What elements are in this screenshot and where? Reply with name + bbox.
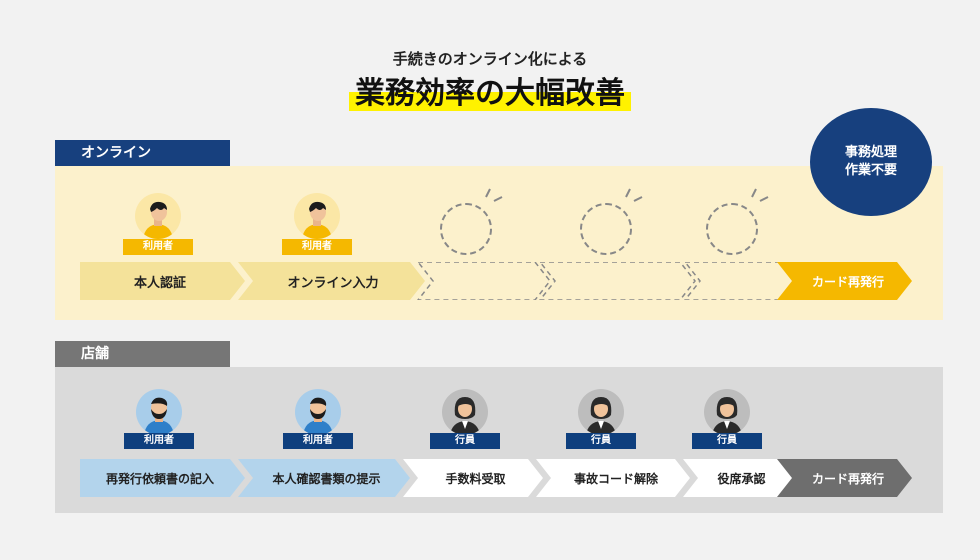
store-step-1: 再発行依頼書の記入 <box>105 471 214 486</box>
badge-line-2: 作業不要 <box>844 163 897 178</box>
online-step-6-shape <box>777 262 912 300</box>
title-wrap: 業務効率の大幅改善 <box>0 74 980 114</box>
empty-staff-placeholder-icon <box>440 203 492 255</box>
store-step-5: 役席承認 <box>717 471 766 486</box>
online-step-5-shape <box>684 262 796 300</box>
sparkle-icon <box>622 187 646 211</box>
role-tag-staff-3: 行員 <box>692 433 762 449</box>
store-user-avatar-2 <box>295 389 341 435</box>
role-tag-store-user-1: 利用者 <box>124 433 194 449</box>
online-step-2: オンライン入力 <box>287 275 379 291</box>
staff-woman-icon <box>442 389 488 435</box>
online-step-3-shape <box>417 262 551 300</box>
store-step-4: 事故コード解除 <box>573 471 658 486</box>
empty-staff-placeholder-icon <box>580 203 632 255</box>
bearded-user-icon <box>136 389 182 435</box>
online-section-label: オンライン <box>55 140 230 166</box>
role-tag-online-user-1: 利用者 <box>123 239 193 255</box>
user-avatar-icon <box>135 193 181 239</box>
staff-woman-icon <box>578 389 624 435</box>
staff-avatar-3 <box>704 389 750 435</box>
staff-avatar-1 <box>442 389 488 435</box>
subtitle: 手続きのオンライン化による <box>392 50 588 68</box>
store-step-2: 本人確認書類の提示 <box>272 471 381 486</box>
sparkle-icon <box>748 187 772 211</box>
role-tag-staff-2: 行員 <box>566 433 636 449</box>
no-paperwork-badge: 事務処理 作業不要 <box>810 108 932 216</box>
badge-line-1: 事務処理 <box>844 145 897 160</box>
role-tag-online-user-2: 利用者 <box>282 239 352 255</box>
staff-woman-icon <box>704 389 750 435</box>
empty-staff-placeholder-icon <box>706 203 758 255</box>
store-step-6: カード再発行 <box>811 471 884 486</box>
online-flow-shapes <box>80 262 912 300</box>
online-step-6: カード再発行 <box>811 274 884 289</box>
page-title: 業務効率の大幅改善 <box>349 74 631 114</box>
staff-avatar-2 <box>578 389 624 435</box>
online-flow: 本人認証 オンライン入力 カード再発行 <box>80 262 940 300</box>
online-step-1-shape <box>80 262 245 300</box>
store-step-1-shape <box>80 459 245 497</box>
store-section-label: 店舗 <box>55 341 230 367</box>
role-tag-store-user-2: 利用者 <box>283 433 353 449</box>
store-step-3-shape <box>403 459 543 497</box>
store-user-avatar-1 <box>136 389 182 435</box>
user-avatar-icon <box>294 193 340 239</box>
store-step-2-shape <box>238 459 410 497</box>
store-step-3: 手数料受取 <box>445 471 506 486</box>
bearded-user-icon <box>295 389 341 435</box>
store-step-5-shape <box>683 459 795 497</box>
user-avatar-online-2 <box>294 193 340 239</box>
role-tag-staff-1: 行員 <box>430 433 500 449</box>
online-step-4-shape <box>539 262 696 300</box>
store-flow-shapes <box>80 459 912 497</box>
online-step-2-shape <box>238 262 425 300</box>
store-step-4-shape <box>536 459 690 497</box>
online-step-1: 本人認証 <box>133 275 186 291</box>
sparkle-icon <box>482 187 506 211</box>
store-step-6-shape <box>777 459 912 497</box>
store-flow: 再発行依頼書の記入 本人確認書類の提示 手数料受取 事故コード解除 役席承認 カ… <box>80 459 940 497</box>
user-avatar-online-1 <box>135 193 181 239</box>
